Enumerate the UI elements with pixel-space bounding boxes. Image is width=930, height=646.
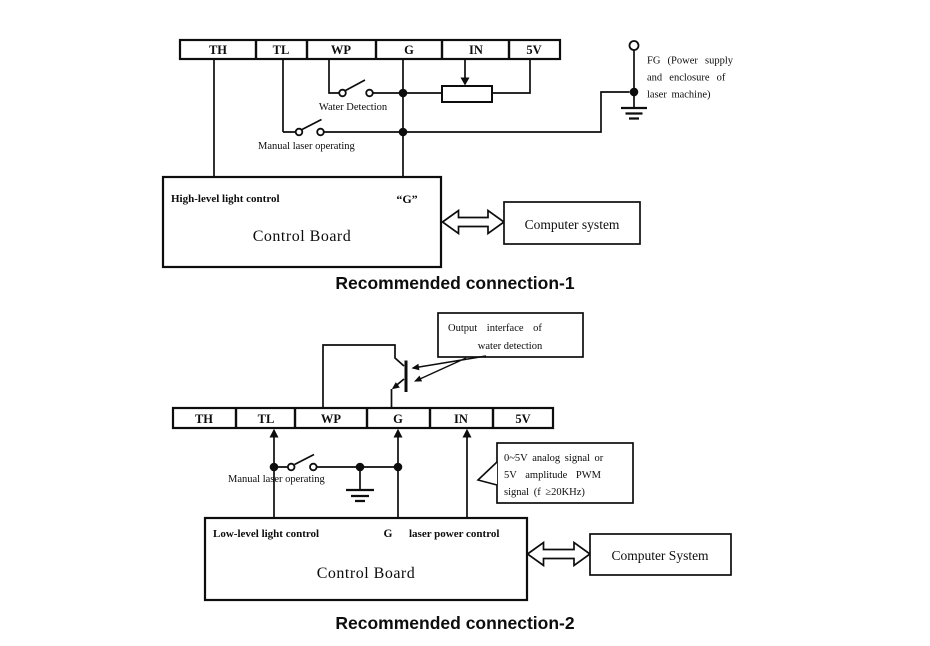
bus-arrow-2 xyxy=(526,540,592,568)
terminal-label-wp: WP xyxy=(331,43,352,57)
in-arrowhead xyxy=(462,428,472,438)
signal-callout-line3: signal (f ≥20KHz) xyxy=(504,487,585,498)
manual-switch-contact-right xyxy=(316,127,325,137)
g-arrowhead xyxy=(393,428,403,438)
ground-symbol xyxy=(621,106,647,120)
water-callout-pointers xyxy=(412,355,487,382)
computer-system-1: Computer system xyxy=(503,201,641,245)
caption-connection-2: Recommended connection-2 xyxy=(335,613,574,633)
manual-laser-label-1: Manual laser operating xyxy=(258,141,356,152)
terminal-label-wp: WP xyxy=(321,412,342,426)
computer-box-2 xyxy=(589,533,732,576)
terminal-strip-2: TH TL WP G IN 5V xyxy=(171,406,555,430)
bus-arrow-1 xyxy=(441,208,506,236)
diagram-connection-2: Output interface of water detection TH T… xyxy=(171,312,732,633)
board1-pin-left: High-level light control xyxy=(171,193,280,205)
fg-terminal-circle xyxy=(628,40,640,51)
junction-dot xyxy=(269,462,279,472)
control-board-1-frame xyxy=(161,175,443,269)
pointer-arrowhead xyxy=(414,375,423,382)
terminal-label-th: TH xyxy=(209,43,227,57)
board2-pin-left: Low-level light control xyxy=(213,528,319,540)
manual-laser-label-2: Manual laser operating xyxy=(228,474,326,485)
terminal-strip-2-dividers xyxy=(234,408,495,428)
terminal-label-in: IN xyxy=(469,43,483,57)
junction-dot xyxy=(355,462,365,472)
board2-pin-right: laser power control xyxy=(409,528,499,540)
board2-title: Control Board xyxy=(317,565,416,582)
computer-label-2: Computer System xyxy=(611,548,709,563)
junction-dot xyxy=(398,88,408,98)
computer-system-2: Computer System xyxy=(589,533,732,576)
water-output-callout: Output interface of water detection xyxy=(411,312,584,382)
water-switch-contact-left xyxy=(338,88,347,98)
terminal-label-in: IN xyxy=(454,412,468,426)
water-callout-line2: water detection xyxy=(478,341,543,352)
terminal-label-g: G xyxy=(404,43,414,57)
in-arrowhead xyxy=(460,77,470,86)
caption-connection-1: Recommended connection-1 xyxy=(335,273,574,293)
junction-dot xyxy=(629,87,639,97)
fg-note-line3: laser machine) xyxy=(647,90,711,101)
control-board-2-frame xyxy=(203,516,529,602)
signal-callout: 0~5V analog signal or 5V amplitude PWM s… xyxy=(476,442,634,504)
terminal-strip-2-frame xyxy=(171,406,555,430)
terminal-strip-1-dividers xyxy=(254,40,511,59)
junction-dot xyxy=(393,462,403,472)
board2-pin-mid: G xyxy=(384,528,393,540)
board1-title: Control Board xyxy=(253,228,352,245)
fg-ground: FG (Power supply and enclosure of laser … xyxy=(621,40,734,120)
terminal-label-5v: 5V xyxy=(515,412,530,426)
computer-label-1: Computer system xyxy=(525,217,620,232)
fg-note-line1: FG (Power supply xyxy=(647,56,734,67)
manual-switch-contact-left xyxy=(287,462,296,472)
manual-switch-contact-right xyxy=(309,462,318,472)
emitter-arrowhead xyxy=(391,382,400,390)
terminal-label-tl: TL xyxy=(273,43,290,57)
signal-callout-line2: 5V amplitude PWM xyxy=(504,470,602,481)
signal-callout-line1: 0~5V analog signal or xyxy=(504,453,604,464)
diagram-connection-1: TH TL WP G IN 5V Water Detection Manual … xyxy=(161,38,734,293)
control-board-1: High-level light control “G” Control Boa… xyxy=(161,175,443,269)
tl-arrowhead xyxy=(269,428,279,438)
computer-box-1 xyxy=(503,201,641,245)
fg-note-line2: and enclosure of xyxy=(647,73,726,84)
terminal-strip-1: TH TL WP G IN 5V xyxy=(178,38,562,61)
ground-symbol xyxy=(346,488,374,503)
resistor xyxy=(441,85,493,103)
terminal-label-tl: TL xyxy=(258,412,275,426)
wires-1 xyxy=(213,59,630,177)
control-board-2: Low-level light control G laser power co… xyxy=(203,516,529,602)
terminal-label-th: TH xyxy=(195,412,213,426)
water-switch-contact-right xyxy=(365,88,374,98)
board1-pin-right: “G” xyxy=(396,192,417,206)
transistor-leads xyxy=(322,344,405,408)
signal-callout-tail xyxy=(476,461,498,486)
water-callout-line1: Output interface of xyxy=(448,323,542,334)
pointer-arrowhead xyxy=(411,363,420,371)
transistor-symbol xyxy=(322,344,408,408)
junction-dot xyxy=(398,127,408,137)
terminal-label-5v: 5V xyxy=(526,43,541,57)
water-detection-label: Water Detection xyxy=(319,102,388,113)
manual-switch-contact-left xyxy=(294,127,304,137)
terminal-label-g: G xyxy=(393,412,403,426)
terminal-strip-1-frame xyxy=(178,38,562,61)
wiring-1 xyxy=(213,59,630,177)
water-callout-box xyxy=(437,312,584,358)
wiring-2 xyxy=(269,428,472,518)
